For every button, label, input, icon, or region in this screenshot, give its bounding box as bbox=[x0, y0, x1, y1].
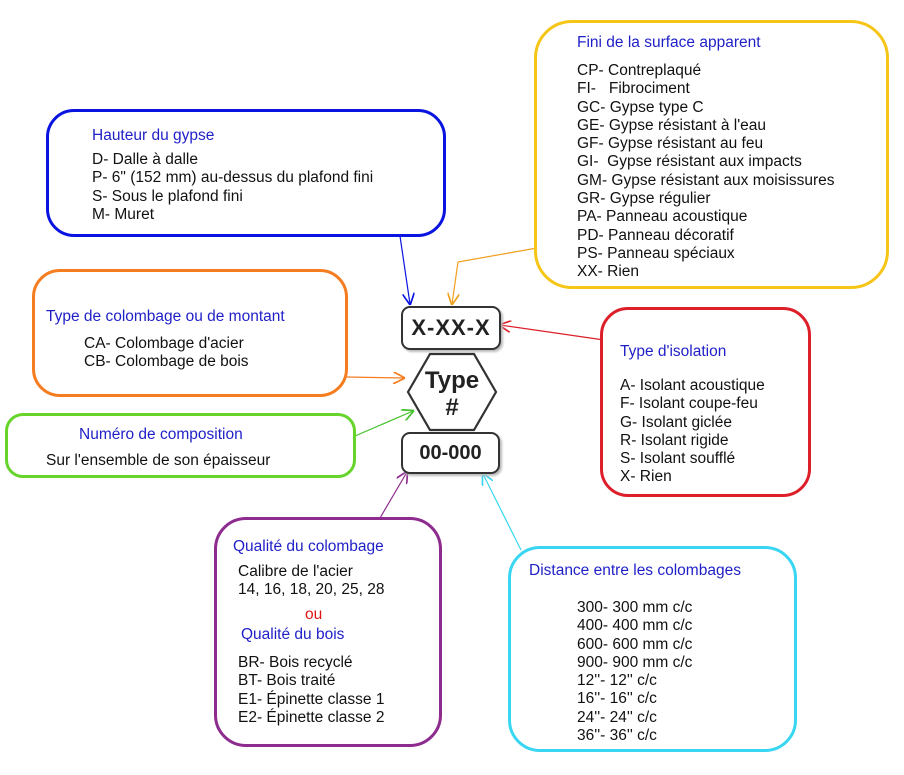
list-item: PD- Panneau décoratif bbox=[577, 226, 734, 244]
list-item: GC- Gypse type C bbox=[577, 98, 704, 116]
hauteur-box: Hauteur du gypse D- Dalle à dalle P- 6" … bbox=[46, 109, 446, 237]
list-item: PA- Panneau acoustique bbox=[577, 208, 748, 226]
arrow-qualite bbox=[379, 472, 407, 519]
bottom-code-badge: 00-000 bbox=[401, 432, 500, 474]
composition-box: Numéro de composition Sur l'ensemble de … bbox=[5, 413, 356, 478]
composition-title: Numéro de composition bbox=[79, 426, 243, 443]
list-item: S- Isolant soufflé bbox=[620, 450, 736, 468]
list-item: 24''- 24'' c/c bbox=[577, 708, 657, 726]
list-item: BT- Bois traité bbox=[238, 672, 336, 690]
qualite-ou: ou bbox=[305, 606, 323, 623]
arrow-fini bbox=[457, 247, 538, 263]
distance-list: 300- 300 mm c/c 400- 400 mm c/c 600- 600… bbox=[577, 599, 692, 745]
type-hexagon: Type # bbox=[406, 352, 498, 432]
list-item: 16''- 16'' c/c bbox=[577, 690, 657, 708]
qualite-box: Qualité du colombage Calibre de l'acier … bbox=[214, 517, 442, 747]
isolation-box: Type d'isolation A- Isolant acoustique F… bbox=[600, 307, 811, 497]
hauteur-list: D- Dalle à dalle P- 6" (152 mm) au-dessu… bbox=[92, 151, 373, 224]
qualite-bois-title: Qualité du bois bbox=[241, 626, 345, 643]
hauteur-title: Hauteur du gypse bbox=[92, 127, 215, 144]
list-item: P- 6" (152 mm) au-dessus du plafond fini bbox=[92, 169, 374, 187]
qualite-title: Qualité du colombage bbox=[233, 538, 384, 555]
list-item: CP- Contreplaqué bbox=[577, 62, 702, 79]
list-item: 12''- 12'' c/c bbox=[577, 672, 657, 690]
qualite-acier-list: Calibre de l'acier 14, 16, 18, 20, 25, 2… bbox=[238, 563, 385, 600]
top-code-badge: X-XX-X bbox=[401, 306, 501, 350]
colombage-type-box: Type de colombage ou de montant CA- Colo… bbox=[32, 269, 348, 397]
list-item: A- Isolant acoustique bbox=[620, 377, 765, 394]
composition-text: Sur l'ensemble de son épaisseur bbox=[46, 452, 271, 469]
qualite-bois-list: BR- Bois recyclé BT- Bois traité E1- Épi… bbox=[238, 654, 384, 727]
arrow-colombage bbox=[346, 377, 404, 378]
fini-list: CP- Contreplaqué FI- Fibrociment GC- Gyp… bbox=[577, 62, 835, 282]
isolation-title: Type d'isolation bbox=[620, 343, 727, 360]
list-item: R- Isolant rigide bbox=[620, 431, 729, 449]
arrow-hauteur bbox=[399, 235, 410, 304]
list-item: GM- Gypse résistant aux moisissures bbox=[577, 171, 835, 189]
arrow-composition bbox=[354, 411, 413, 437]
arrow-isolation bbox=[500, 325, 605, 341]
list-item: PS- Panneau spéciaux bbox=[577, 244, 735, 262]
list-item: Calibre de l'acier bbox=[238, 563, 353, 580]
list-item: M- Muret bbox=[92, 205, 154, 223]
list-item: 400- 400 mm c/c bbox=[577, 617, 693, 635]
type-symbol: # bbox=[445, 394, 458, 421]
list-item: 900- 900 mm c/c bbox=[577, 653, 693, 671]
list-item: GI- Gypse résistant aux impacts bbox=[577, 153, 802, 171]
arrow-fini-down bbox=[452, 261, 458, 304]
isolation-list: A- Isolant acoustique F- Isolant coupe-f… bbox=[620, 377, 765, 487]
list-item: GE- Gypse résistant à l'eau bbox=[577, 116, 767, 134]
list-item: E1- Épinette classe 1 bbox=[238, 690, 385, 708]
colombage-type-title: Type de colombage ou de montant bbox=[46, 308, 285, 325]
type-label: Type bbox=[425, 367, 479, 394]
list-item: E2- Épinette classe 2 bbox=[238, 708, 385, 726]
fini-title: Fini de la surface apparent bbox=[577, 34, 761, 51]
distance-box: Distance entre les colombages 300- 300 m… bbox=[508, 546, 797, 752]
list-item: S- Sous le plafond fini bbox=[92, 187, 243, 205]
list-item: CB- Colombage de bois bbox=[84, 353, 249, 371]
list-item: XX- Rien bbox=[577, 263, 640, 281]
list-item: X- Rien bbox=[620, 468, 672, 486]
list-item: 36''- 36'' c/c bbox=[577, 727, 657, 745]
list-item: FI- Fibrociment bbox=[577, 80, 690, 98]
list-item: 300- 300 mm c/c bbox=[577, 599, 693, 616]
distance-title: Distance entre les colombages bbox=[529, 562, 741, 579]
list-item: 600- 600 mm c/c bbox=[577, 635, 693, 653]
list-item: D- Dalle à dalle bbox=[92, 151, 198, 168]
list-item: G- Isolant giclée bbox=[620, 413, 732, 431]
list-item: F- Isolant coupe-feu bbox=[620, 395, 758, 413]
colombage-type-list: CA- Colombage d'acier CB- Colombage de b… bbox=[84, 335, 249, 372]
fini-box: Fini de la surface apparent CP- Contrepl… bbox=[534, 20, 889, 289]
list-item: 14, 16, 18, 20, 25, 28 bbox=[238, 581, 385, 599]
arrow-distance bbox=[483, 474, 522, 551]
list-item: BR- Bois recyclé bbox=[238, 654, 353, 671]
list-item: GR- Gypse régulier bbox=[577, 190, 711, 208]
list-item: GF- Gypse résistant au feu bbox=[577, 135, 764, 153]
list-item: CA- Colombage d'acier bbox=[84, 335, 244, 352]
